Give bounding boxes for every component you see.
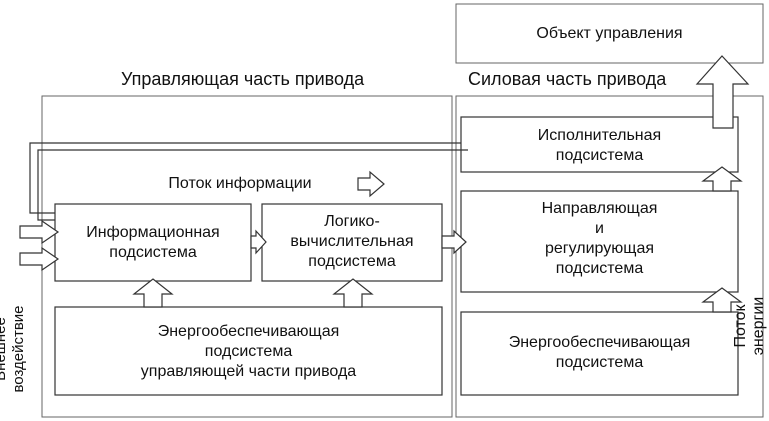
info-flow-arrow-icon	[357, 170, 385, 198]
external-action-label: Внешнее воздействие	[0, 305, 27, 393]
power-subsystem-box	[460, 311, 739, 396]
external-arrow-2-icon	[19, 246, 60, 272]
control-object-box	[455, 3, 764, 64]
logic-to-power-arrow-icon	[441, 229, 467, 255]
control-part-title: Управляющая часть привода	[121, 69, 365, 89]
actuator-subsystem-label: Исполнительная подсистема	[537, 127, 662, 164]
info-to-logic-arrow-icon	[250, 229, 267, 255]
power-subsystem-label: Энергообеспечивающая подсистема	[508, 334, 691, 371]
info-subsystem-label: Информационная подсистема	[86, 224, 220, 261]
logic-subsystem-label: Логико- вычислительная подсистема	[290, 213, 414, 270]
info-subsystem-box	[54, 203, 252, 282]
external-arrow-1-icon	[19, 219, 60, 245]
control-power-subsystem-label: Энергообеспечивающая подсистема управляю…	[140, 323, 357, 380]
energy-arrow-1-icon	[701, 287, 743, 313]
energy-arrow-2-icon	[701, 166, 743, 192]
power-to-logic-arrow-icon	[332, 278, 374, 308]
info-flow-label: Поток информации	[168, 175, 312, 192]
energy-arrow-3-icon	[695, 55, 750, 129]
power-part-frame	[455, 95, 764, 418]
energy-flow-label: Поток энергии	[732, 296, 767, 356]
actuator-subsystem-box	[460, 116, 739, 173]
regulating-subsystem-label: Направляющая и регулирующая подсистема	[541, 200, 658, 277]
power-part-title: Силовая часть привода	[468, 69, 667, 89]
power-to-info-arrow-icon	[132, 278, 174, 308]
feedback-line	[29, 142, 468, 221]
control-power-subsystem-box	[54, 306, 443, 396]
control-object-label: Объект управления	[536, 25, 683, 42]
